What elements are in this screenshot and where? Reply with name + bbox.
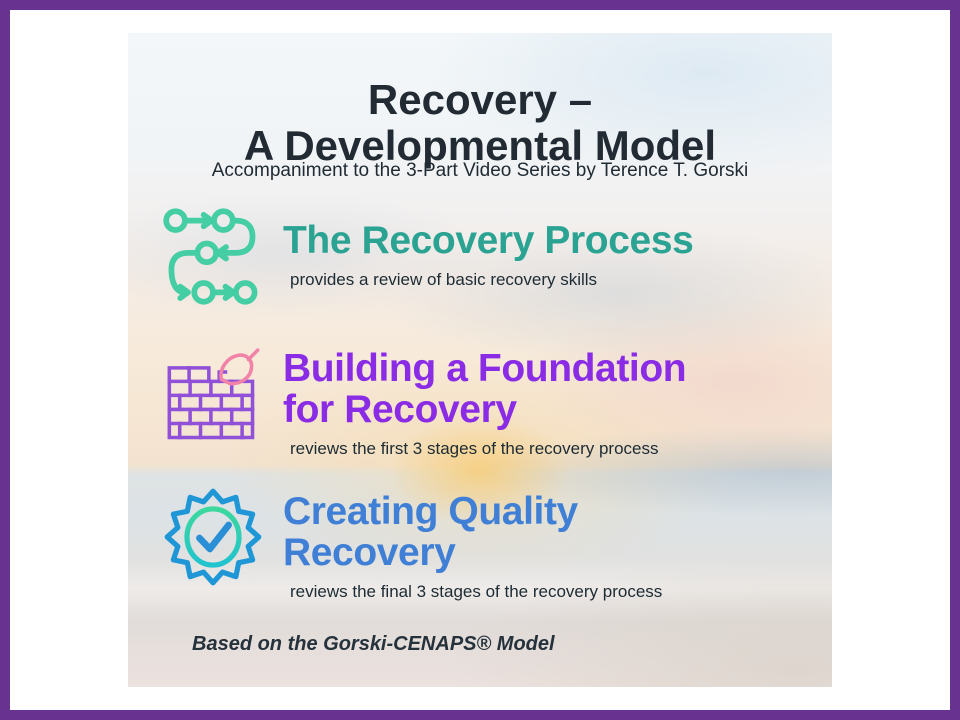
page-title: Recovery – A Developmental Model: [128, 77, 832, 169]
title-line-2: A Developmental Model: [243, 122, 717, 170]
section-title: Creating Quality Recovery: [283, 490, 578, 574]
attribution-note: Based on the Gorski-CENAPS® Model: [192, 633, 555, 655]
section-recovery-process: The Recovery Process provides a review o…: [161, 205, 694, 309]
section-building-foundation: Building a Foundation for Recovery revie…: [161, 346, 687, 459]
section-title: The Recovery Process: [283, 219, 694, 262]
section-creating-quality: Creating Quality Recovery reviews the fi…: [161, 485, 662, 602]
process-flow-icon: [161, 205, 265, 309]
slide-subtitle: Accompaniment to the 3-Part Video Series…: [211, 160, 749, 181]
section-title: Building a Foundation for Recovery: [283, 347, 687, 431]
section-text: The Recovery Process provides a review o…: [283, 219, 694, 290]
section-text: Building a Foundation for Recovery revie…: [283, 347, 687, 459]
beach-sunset-photo: Recovery – A Developmental Model Accompa…: [128, 33, 832, 687]
section-description: reviews the final 3 stages of the recove…: [290, 582, 663, 601]
section-description: reviews the first 3 stages of the recove…: [290, 439, 659, 458]
brick-wall-trowel-icon: [161, 346, 265, 450]
section-text: Creating Quality Recovery reviews the fi…: [283, 491, 662, 602]
quality-badge-icon: [161, 485, 265, 589]
section-description: provides a review of basic recovery skil…: [290, 270, 598, 289]
title-line-1: Recovery –: [367, 76, 593, 124]
